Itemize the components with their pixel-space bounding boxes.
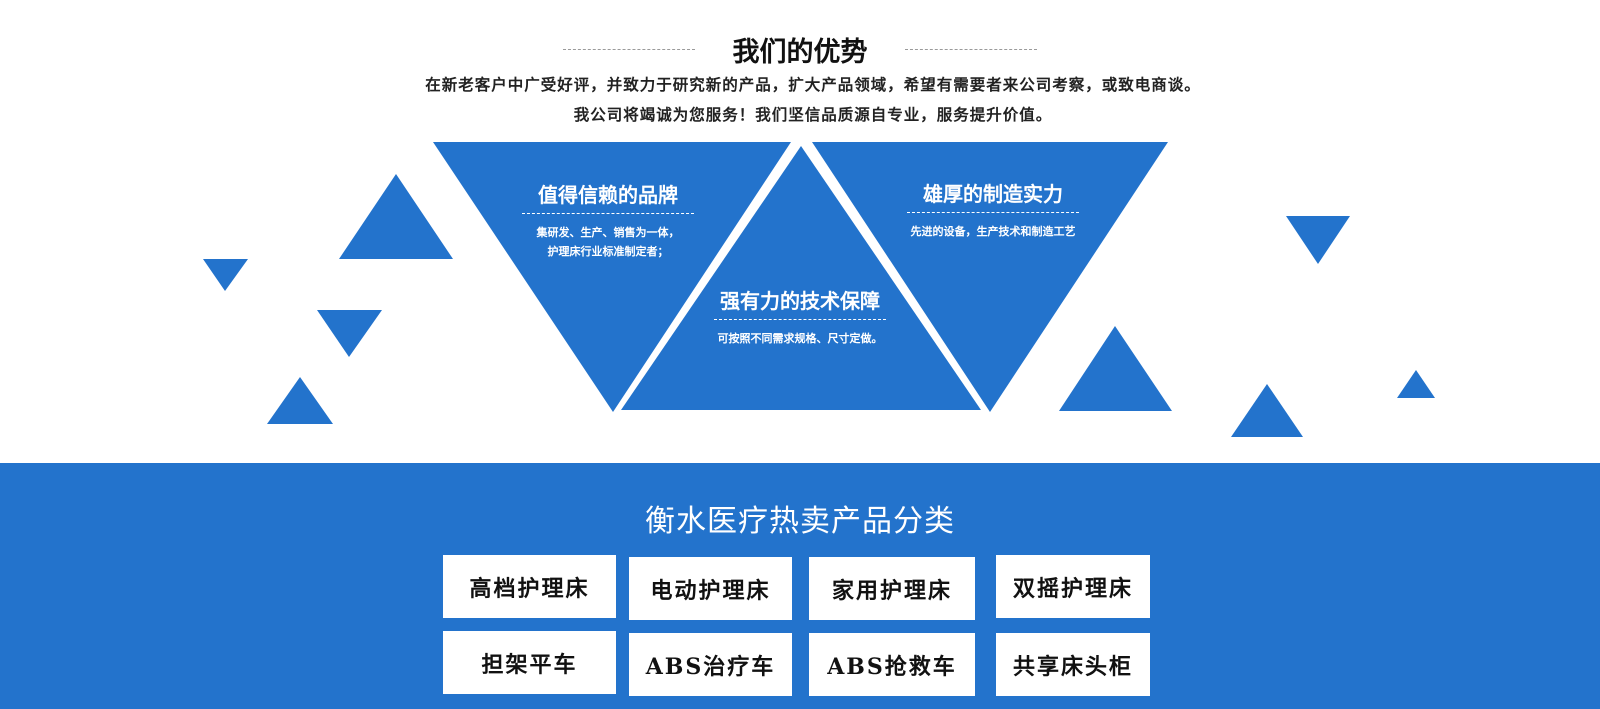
decorative-triangles <box>203 142 1435 437</box>
card-brand: 值得信赖的品牌 集研发、生产、销售为一体， 护理床行业标准制定者； <box>520 181 696 261</box>
category-button[interactable]: 双摇护理床 <box>996 555 1150 618</box>
card-tech: 强有力的技术保障 可按照不同需求规格、尺寸定做。 <box>700 287 900 348</box>
category-button[interactable]: 家用护理床 <box>809 557 975 620</box>
section-title: 我们的优势 <box>732 37 868 68</box>
card-body: 集研发、生产、销售为一体， 护理床行业标准制定者； <box>520 223 696 261</box>
deco-triangle <box>203 259 248 291</box>
category-button[interactable]: 高档护理床 <box>443 555 616 618</box>
card-manufacturing: 雄厚的制造实力 先进的设备，生产技术和制造工艺 <box>885 180 1101 241</box>
card-line: 可按照不同需求规格、尺寸定做。 <box>717 332 883 345</box>
advantages-section: 我们的优势 在新老客户中广受好评，并致力于研究新的产品，扩大产品领域，希望有需要… <box>0 28 1600 437</box>
deco-triangle <box>267 377 333 424</box>
card-body: 可按照不同需求规格、尺寸定做。 <box>700 329 900 348</box>
card-triangle-brand <box>433 142 791 412</box>
categories-section: 衡水医疗热卖产品分类 高档护理床 电动护理床 家用护理床 双摇护理床 担架平车 … <box>0 463 1600 709</box>
card-title: 雄厚的制造实力 <box>923 182 1063 206</box>
category-button[interactable]: 电动护理床 <box>629 557 792 620</box>
card-body: 先进的设备，生产技术和制造工艺 <box>885 222 1101 241</box>
card-title: 值得信赖的品牌 <box>538 183 678 207</box>
categories-title: 衡水医疗热卖产品分类 <box>645 504 955 539</box>
section-header: 我们的优势 <box>0 28 1600 72</box>
title-divider-left <box>563 49 695 50</box>
card-title: 强有力的技术保障 <box>720 289 880 313</box>
card-triangle-manufacturing <box>812 142 1168 412</box>
category-button[interactable]: ABS抢救车 <box>809 633 975 696</box>
deco-triangle <box>1231 384 1303 437</box>
category-button[interactable]: ABS治疗车 <box>629 633 792 696</box>
title-divider-right <box>905 49 1037 50</box>
deco-triangle <box>1059 326 1172 411</box>
deco-triangle <box>317 310 382 357</box>
card-divider <box>522 213 694 214</box>
card-triangle-tech <box>621 146 981 410</box>
card-line: 集研发、生产、销售为一体， <box>536 226 680 239</box>
deco-triangle <box>1397 370 1435 398</box>
deco-triangle <box>1286 216 1350 264</box>
category-button[interactable]: 共享床头柜 <box>996 633 1150 696</box>
card-line: 护理床行业标准制定者； <box>547 245 669 258</box>
deco-triangle <box>339 174 453 259</box>
card-line: 先进的设备，生产技术和制造工艺 <box>910 225 1076 238</box>
section-description: 在新老客户中广受好评，并致力于研究新的产品，扩大产品领域，希望有需要者来公司考察… <box>425 75 1201 124</box>
card-divider <box>714 319 886 320</box>
category-button[interactable]: 担架平车 <box>443 631 616 694</box>
card-divider <box>907 212 1079 213</box>
